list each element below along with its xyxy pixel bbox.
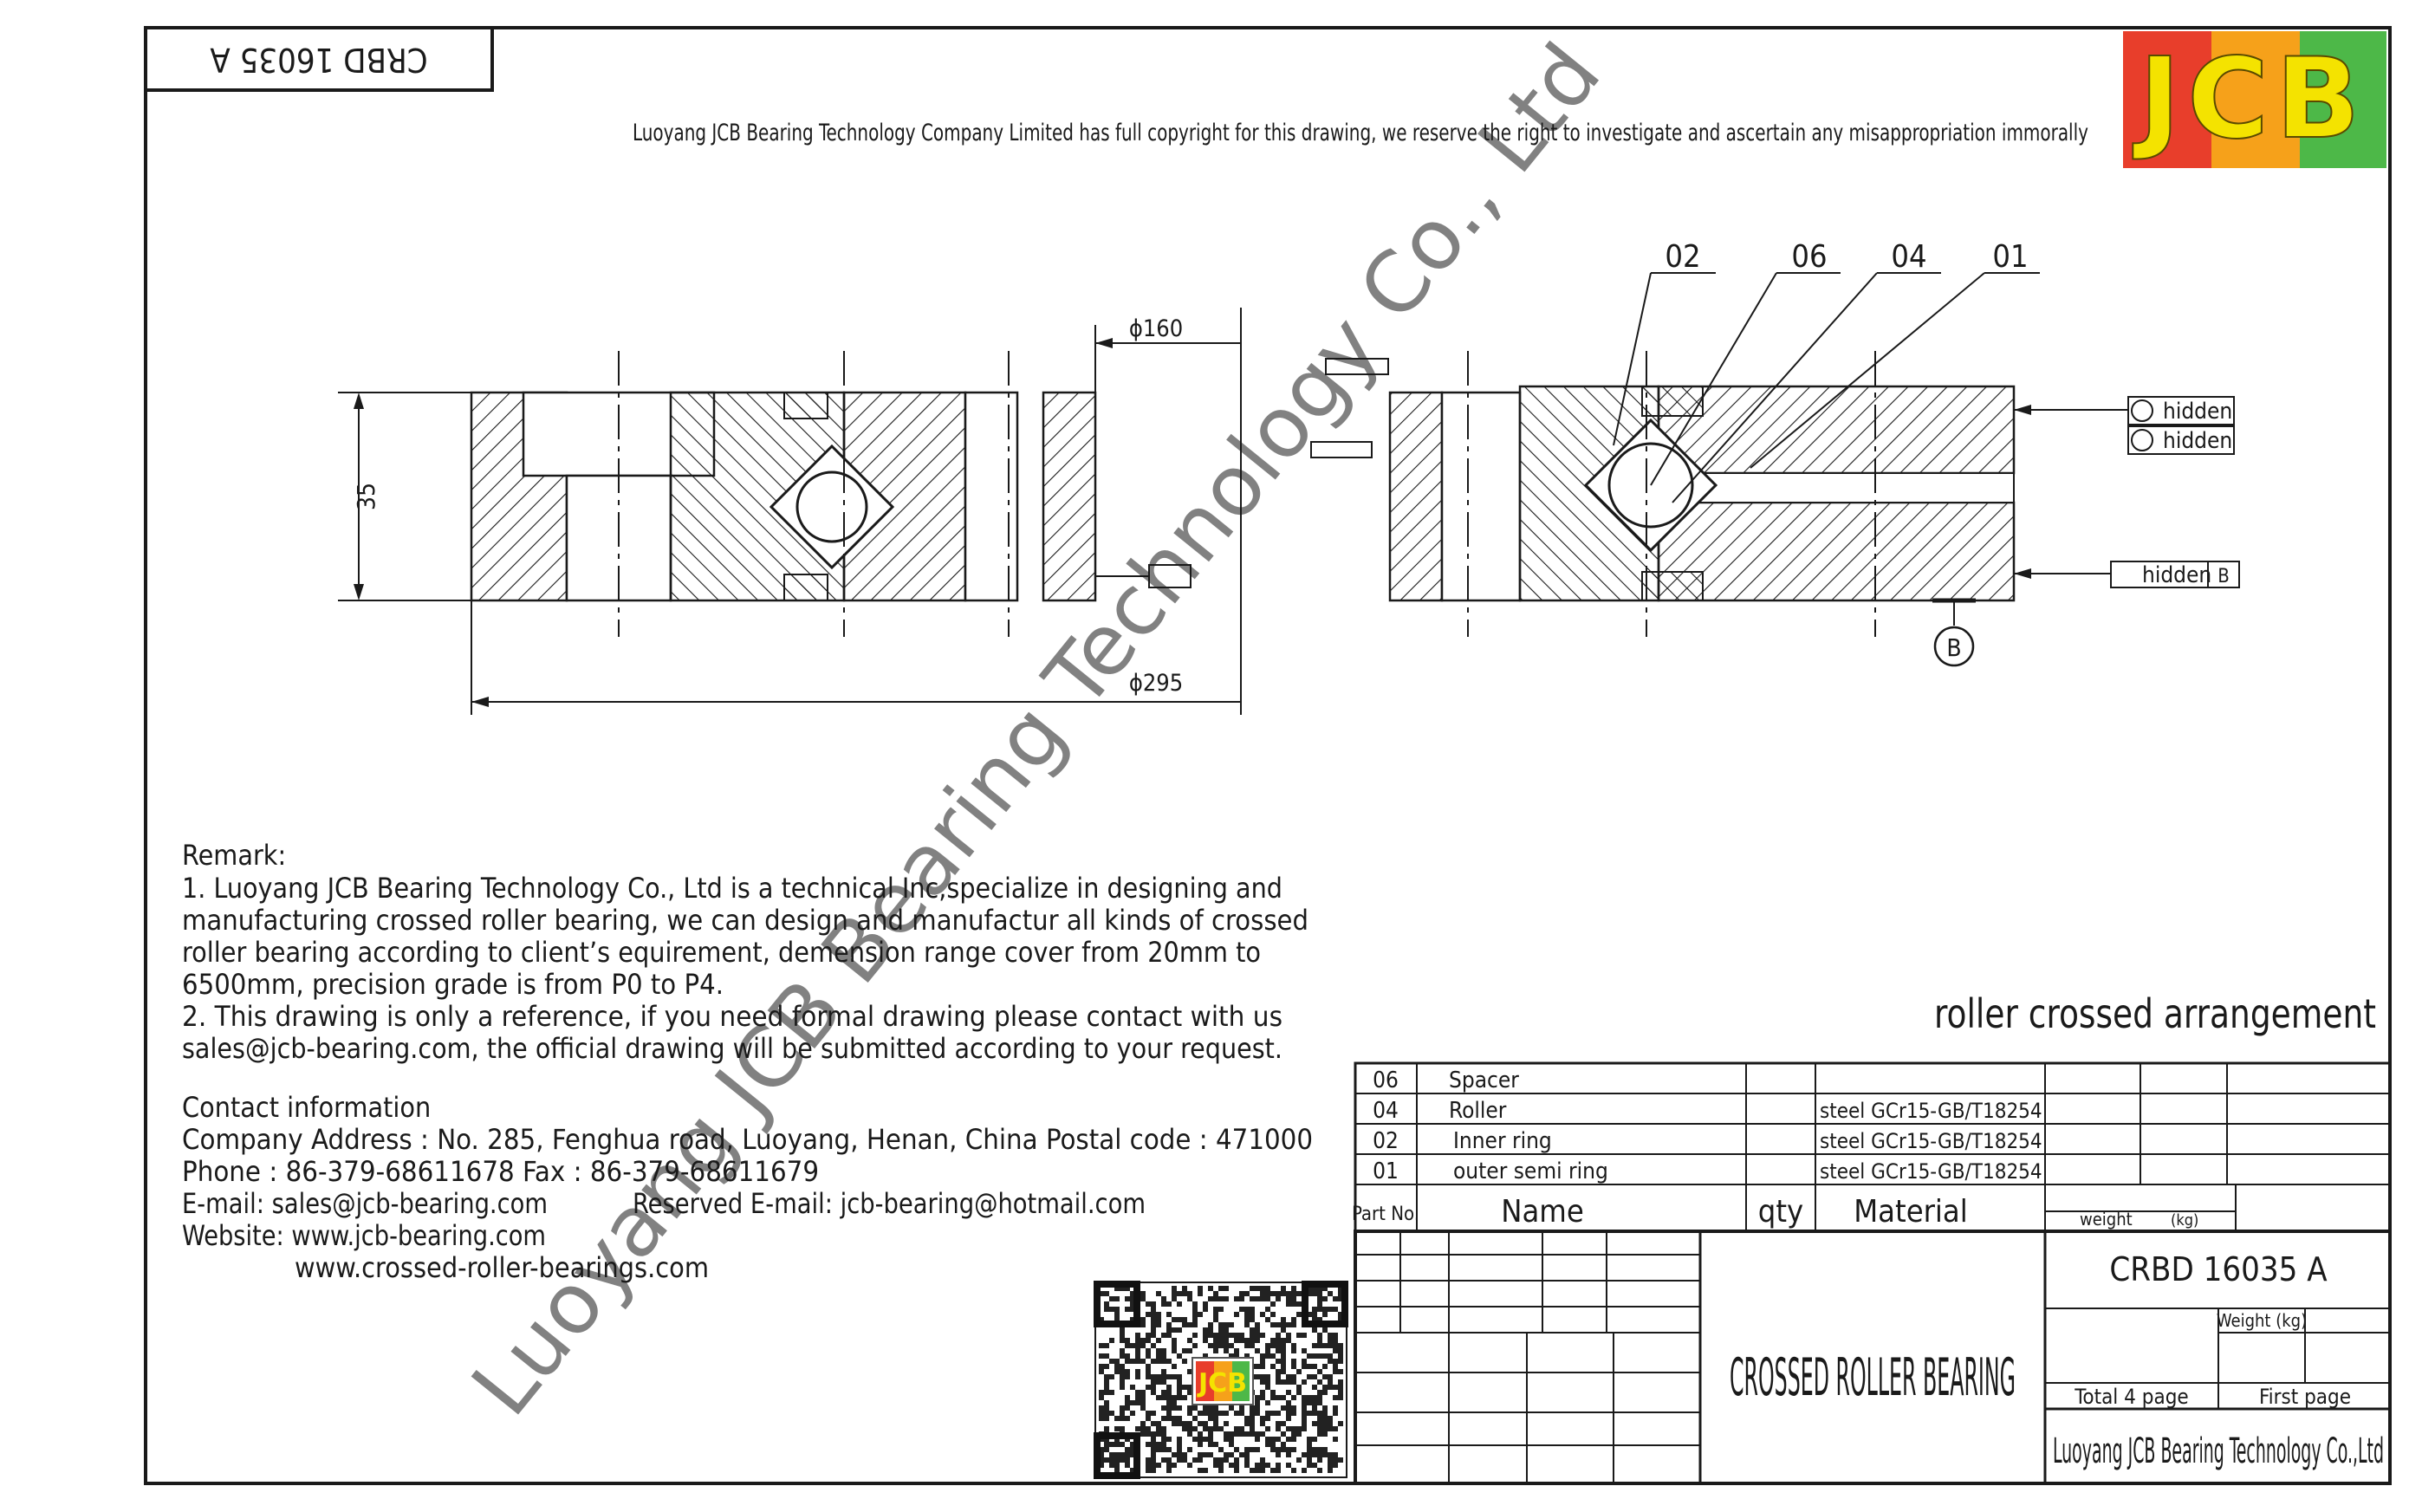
part-callouts: 02 06 04 01 [1613,239,2040,503]
col-name: Name [1501,1194,1584,1230]
hidden-label-1: hidden [2163,399,2232,425]
title-block: CROSSED ROLLER BEARING CRBD 16035 A Weig… [1354,1230,2392,1485]
hidden-label-2: hidden [2163,428,2232,454]
hidden-datum-b: B [2217,566,2230,587]
callout-02: 02 [1665,239,1700,275]
part-row-no: 02 [1373,1128,1399,1154]
code-box: CRBD 16035 A [144,26,494,92]
remark-line: 1. Luoyang JCB Bearing Technology Co., L… [182,872,1282,905]
contact-block: Contact information Company Address : No… [182,1091,1313,1284]
contact-website: Website: www.jcb-bearing.com [182,1219,546,1252]
qr-logo: JCB [1197,1368,1247,1398]
part-row-name: outer semi ring [1453,1158,1608,1184]
model-code: CRBD 16035 A [2109,1250,2328,1288]
part-row-name: Inner ring [1453,1128,1552,1154]
col-weight: weight [2080,1209,2133,1230]
part-row-no: 01 [1373,1158,1399,1184]
callout-01: 01 [1992,239,2028,275]
jcb-logo: JCB [2123,31,2386,168]
watermark: Luoyang JCB Bearing Technology Co., Ltd [453,26,1620,1434]
drawing-frame [144,26,2392,1485]
col-part-no: Part No. [1352,1204,1419,1225]
part-row-material: steel GCr15-GB/T18254 [1820,1159,2042,1184]
contact-reserved-email: Reserved E-mail: jcb-bearing@hotmail.com [633,1187,1146,1220]
callout-04: 04 [1891,239,1926,275]
remark-line: 2. This drawing is only a reference, if … [182,1000,1282,1033]
col-material: Material [1854,1194,1968,1230]
dim-inner-diameter: ϕ160 [1129,315,1183,342]
hidden-symbols: hidden hidden hidden B B [1932,396,2240,667]
qr-code: JCB [1094,1281,1348,1479]
remark-line: roller bearing according to client’s equ… [182,936,1261,969]
remark-title: Remark: [182,839,286,872]
part-row-material: steel GCr15-GB/T18254 [1820,1129,2042,1153]
logo-text: JCB [2132,35,2367,164]
contact-address: Company Address : No. 285, Fenghua road,… [182,1123,1313,1156]
remark-line: 6500mm, precision grade is from P0 to P4… [182,968,724,1001]
part-row-name: Spacer [1449,1067,1519,1093]
col-weight-unit: (kg) [2171,1211,2198,1230]
contact-title: Contact information [182,1091,431,1124]
part-row-material: steel GCr15-GB/T18254 [1820,1099,2042,1123]
first-page: First page [2259,1385,2351,1409]
parts-table: 06 Spacer 04 Roller steel GCr15-GB/T1825… [1352,1061,2392,1233]
total-pages: Total 4 page [2074,1385,2188,1409]
hidden-label-3: hidden [2142,562,2211,588]
contact-website-2: www.crossed-roller-bearings.com [295,1251,709,1284]
remark-line: sales@jcb-bearing.com, the official draw… [182,1032,1282,1065]
dim-height: 35 [352,483,380,510]
product-name: CROSSED ROLLER BEARING [1730,1347,2016,1408]
callout-06: 06 [1791,239,1827,275]
remark-block: Remark: 1. Luoyang JCB Bearing Technolog… [182,839,1308,1065]
weight-label: Weight (kg) [2217,1310,2307,1331]
part-row-name: Roller [1449,1098,1507,1124]
col-qty: qty [1758,1194,1803,1230]
copyright-notice: Luoyang JCB Bearing Technology Company L… [633,120,2088,146]
part-row-no: 04 [1373,1098,1399,1124]
contact-email: E-mail: sales@jcb-bearing.com [182,1187,548,1220]
contact-phone: Phone : 86-379-68611678 Fax : 86-379-686… [182,1155,819,1188]
bearing-section [470,351,2016,637]
company-name: Luoyang JCB Bearing Technology Co.,Ltd [2053,1431,2384,1471]
remark-line: manufacturing crossed roller bearing, we… [182,904,1308,937]
dimensions: 35 ϕ160 ϕ295 [338,308,1389,715]
code-box-text: CRBD 16035 A [210,41,428,79]
part-row-no: 06 [1373,1067,1399,1093]
dim-outer-diameter: ϕ295 [1129,670,1183,697]
arrangement-label: roller crossed arrangement [1934,990,2376,1037]
datum-b: B [1946,633,1961,662]
